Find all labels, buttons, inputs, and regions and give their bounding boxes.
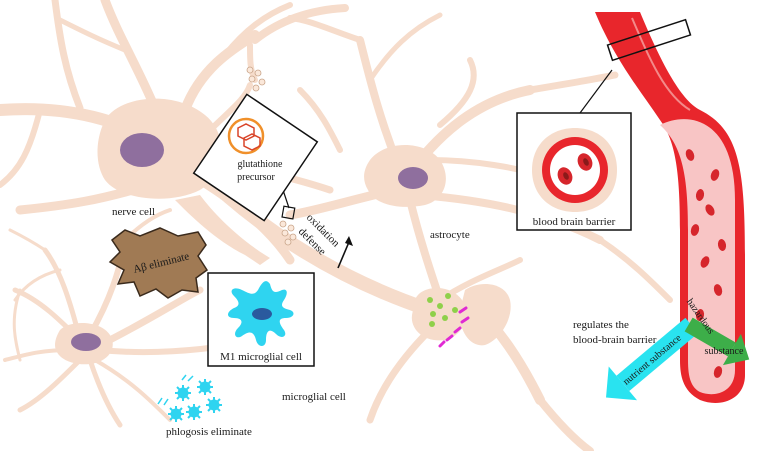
zoom-marker-rect: [606, 18, 692, 62]
phlogosis-label: phlogosis eliminate: [166, 426, 252, 438]
vesicles: [246, 66, 470, 348]
synapse-terminal-right: [459, 284, 511, 346]
glutathione-label-1: glutathione: [238, 159, 284, 170]
glutathione-zoom-marker: [281, 205, 296, 220]
astrocyte-label: astrocyte: [430, 229, 470, 241]
glutathione-label-2: precursor: [237, 172, 275, 183]
regulates-label-1: regulates the: [573, 319, 629, 331]
blood-vessel: [595, 12, 745, 403]
astrocyte-nucleus: [398, 167, 428, 189]
bbb-inset: blood brain barrier: [516, 112, 632, 231]
microglial-cell-label: microglial cell: [282, 391, 346, 403]
green-vesicles: [427, 293, 458, 327]
vesicle-cluster-top: [246, 66, 266, 92]
receptors: [438, 306, 470, 348]
vesicle-cluster-mid: [279, 220, 297, 246]
nuclei: [71, 133, 428, 351]
synapse-terminal-left: [411, 287, 466, 341]
glutathione-inset: glutathione precursor: [192, 93, 319, 222]
abeta-eliminate: Aβ eliminate: [108, 227, 209, 299]
nerve-cell-label: nerve cell: [112, 206, 155, 218]
m1-label: M1 microglial cell: [220, 351, 302, 363]
bbb-label: blood brain barrier: [533, 216, 616, 228]
hazard-arrow: [684, 317, 750, 366]
m1-microglial-inset: M1 microglial cell: [207, 272, 315, 367]
microglia-nucleus: [71, 333, 101, 351]
nutrient-arrow: [606, 317, 699, 401]
nerve-cell-nucleus: [120, 133, 164, 167]
labels: nerve cell astrocyte microglial cell phl…: [112, 206, 657, 438]
phlogosis-particles: [157, 374, 222, 422]
regulates-label-2: blood-brain barrier: [573, 334, 657, 346]
substance-label: substance: [705, 346, 744, 357]
